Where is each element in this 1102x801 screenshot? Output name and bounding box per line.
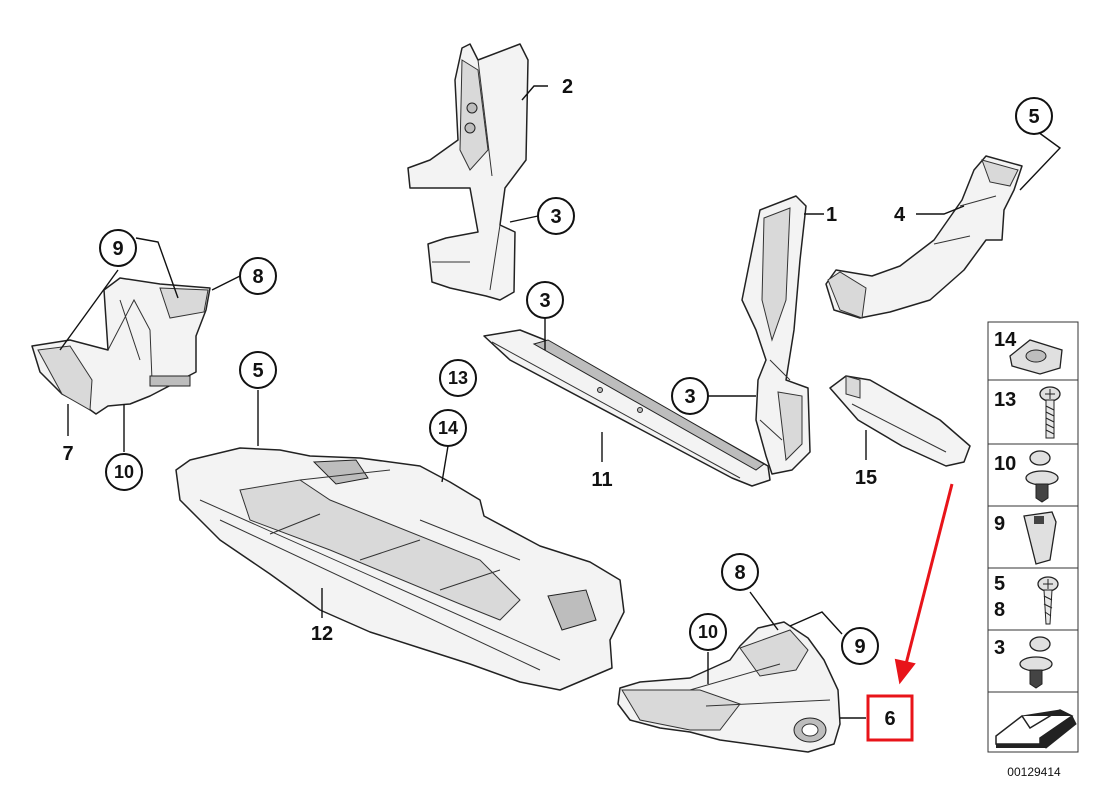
part-4-air-duct [825, 155, 1023, 319]
clip-icon [1019, 636, 1053, 689]
callout-circle [721, 553, 759, 591]
label-10-right: 10 [698, 622, 718, 642]
callout-circle [439, 359, 477, 397]
highlight-box [866, 694, 914, 742]
legend-label-5: 5 [994, 573, 1005, 595]
legend-label-13: 13 [994, 389, 1016, 411]
callout-circle [429, 409, 467, 447]
label-2: 2 [562, 76, 573, 98]
label-5-upper: 5 [1028, 106, 1039, 128]
highlight-arrow [894, 483, 954, 685]
callout-circle [841, 627, 879, 665]
part-11-cross-member [483, 329, 771, 487]
label-10-left: 10 [114, 462, 134, 482]
label-14: 14 [438, 418, 458, 438]
label-7: 7 [62, 443, 73, 465]
part-12-underbody-shield [175, 447, 625, 691]
leader-lines [59, 85, 1062, 719]
label-15: 15 [855, 467, 877, 489]
legend-label-8: 8 [994, 599, 1005, 621]
part-left-side-bracket [31, 277, 211, 415]
callout-circle [689, 613, 727, 651]
fastener-legend: 14 13 10 9 5 8 [987, 321, 1079, 753]
label-5-middle: 5 [252, 360, 263, 382]
callout-circle [105, 453, 143, 491]
expanding-nut-icon [1023, 511, 1057, 565]
callout-circle [239, 351, 277, 389]
callout-circle [239, 257, 277, 295]
label-3-upper: 3 [550, 206, 561, 228]
label-1: 1 [826, 204, 837, 226]
label-9-left: 9 [112, 238, 123, 260]
label-12: 12 [311, 623, 333, 645]
reference-number: 00129414 [1007, 765, 1061, 779]
callout-circle [526, 281, 564, 319]
callout-circle [99, 229, 137, 267]
label-13: 13 [448, 368, 468, 388]
part-6-right-bracket [617, 621, 841, 753]
direction-arrow-icon [995, 709, 1077, 749]
label-9-right: 9 [854, 636, 865, 658]
callout-circle [537, 197, 575, 235]
legend-label-14: 14 [994, 329, 1017, 351]
label-8-right: 8 [734, 562, 745, 584]
part-2-upper-bracket [407, 43, 529, 301]
part-15-wedge-duct [829, 375, 971, 467]
screw-icon [1039, 386, 1061, 439]
push-rivet-icon [1025, 450, 1059, 503]
callout-circle [671, 377, 709, 415]
speed-nut-icon [1009, 339, 1063, 375]
part-1-vertical-duct [741, 195, 811, 475]
label-3-lower: 3 [684, 386, 695, 408]
callout-circle [1015, 97, 1053, 135]
label-11: 11 [591, 469, 612, 491]
legend-label-3: 3 [994, 637, 1005, 659]
legend-label-9: 9 [994, 513, 1005, 535]
label-3-middle: 3 [539, 290, 550, 312]
label-8-left: 8 [252, 266, 263, 288]
legend-label-10: 10 [994, 453, 1016, 475]
self-tapping-screw-icon [1037, 576, 1059, 625]
label-6: 6 [884, 708, 895, 730]
label-4: 4 [894, 204, 906, 226]
part-labels: 2 3 3 3 1 4 5 9 8 7 10 5 13 14 11 12 15 … [62, 76, 1053, 742]
